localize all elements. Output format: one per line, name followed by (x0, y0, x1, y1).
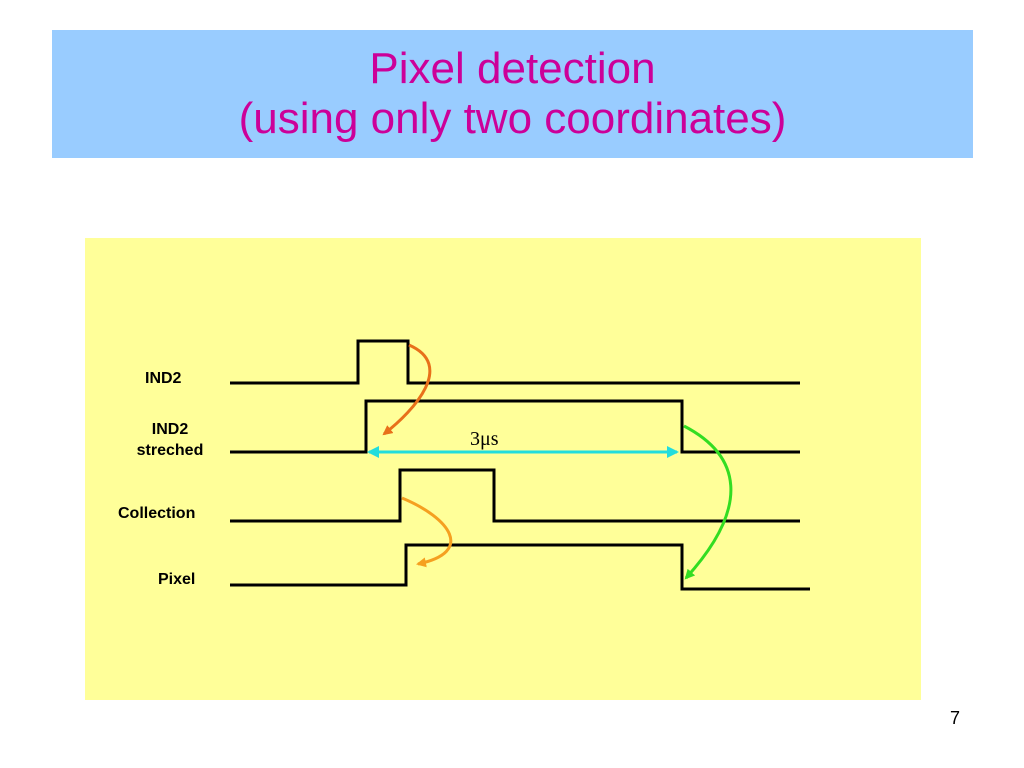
signal-label-collection: Collection (118, 505, 196, 522)
timing-diagram-panel (85, 238, 921, 700)
waveform-ind2-streched (230, 399, 800, 454)
duration-label: 3μs (470, 428, 499, 450)
causal-arrow-streched-to-pixel (683, 424, 733, 580)
causal-arrow-collection-to-pixel (401, 496, 453, 568)
signal-label-ind2-streched: IND2 streched (120, 419, 220, 461)
waveform-collection (230, 468, 800, 523)
signal-label-ind2-streched-line2: streched (136, 442, 204, 459)
signal-label-ind2: IND2 (145, 370, 182, 387)
causal-arrow-ind2-to-streched (382, 343, 432, 436)
page-number: 7 (950, 708, 961, 728)
slide-title-line-2: (using only two coordinates) (238, 94, 787, 143)
signal-label-pixel: Pixel (158, 571, 196, 588)
waveform-pixel (230, 543, 810, 591)
signal-label-ind2-streched-line1: IND2 (151, 421, 189, 438)
title-band: Pixel detection (using only two coordina… (52, 30, 973, 158)
slide-title-line-1: Pixel detection (369, 44, 656, 93)
waveform-ind2 (230, 339, 800, 385)
